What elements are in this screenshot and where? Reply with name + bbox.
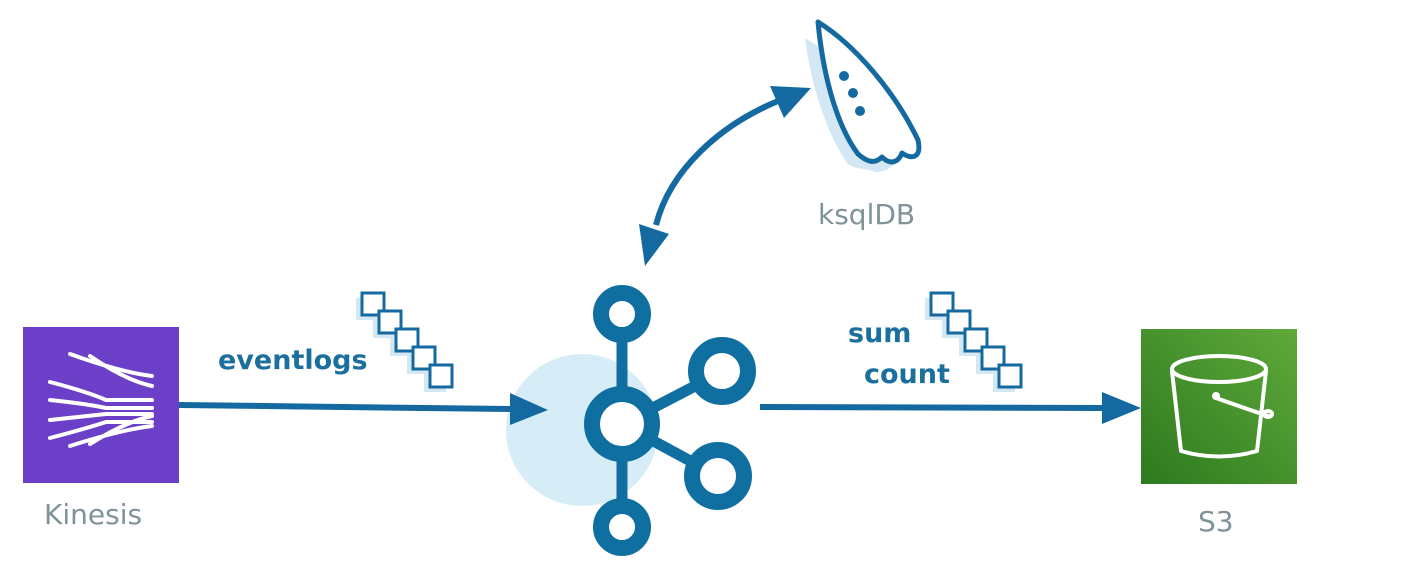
kinesis-label: Kinesis: [44, 498, 143, 531]
message-stack-icon: [925, 291, 1023, 392]
arrow-kinesis-to-kafka: [178, 393, 548, 425]
s3-bucket-icon[interactable]: [1141, 329, 1297, 484]
ksqldb-boat-icon[interactable]: [805, 19, 922, 172]
input-topic-label: eventlogs: [218, 345, 368, 376]
s3-label: S3: [1198, 505, 1234, 538]
kinesis-icon[interactable]: [23, 327, 179, 483]
ksqldb-label: ksqlDB: [818, 198, 916, 231]
output-topic-label-sum: sum: [848, 318, 912, 349]
arrow-kafka-ksqldb-bidirectional: [639, 86, 811, 266]
arrow-kafka-to-s3: [759, 392, 1141, 424]
message-stack-icon: [356, 291, 454, 392]
kafka-icon[interactable]: [506, 285, 756, 556]
output-topic-label-count: count: [864, 359, 950, 390]
